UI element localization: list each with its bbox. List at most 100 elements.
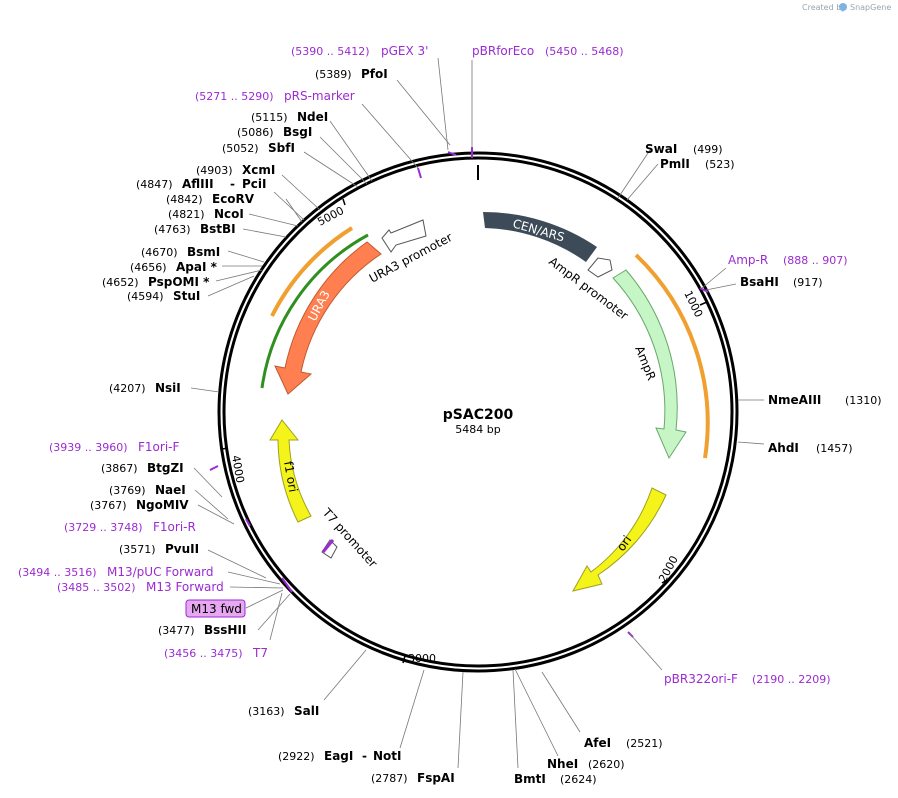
tick-label: 4000: [229, 454, 247, 484]
primer-pbrforeco[interactable]: pBRforEco(5450 .. 5468): [472, 44, 624, 58]
primer-position: (5271 .. 5290): [195, 90, 274, 103]
primer-m13-puc-forward[interactable]: (3494 .. 3516) M13/pUC Forward: [18, 565, 214, 579]
enzyme-name: NmeAIII: [768, 393, 821, 407]
enzyme-bsmi[interactable]: (4670)BsmI: [141, 245, 220, 259]
tick-mark: [661, 579, 668, 584]
enzyme-position: (3767): [90, 499, 127, 512]
leader-lines: [190, 57, 765, 769]
leader-line: [281, 174, 321, 211]
enzyme-xcmi[interactable]: (4903)XcmI: [196, 163, 275, 177]
enzyme-ngomiv[interactable]: (3767)NgoMIV: [90, 498, 189, 512]
enzyme-stui[interactable]: (4594)StuI: [127, 289, 200, 303]
enzyme-position: (3769): [109, 484, 146, 497]
enzyme-name: AfeI: [584, 736, 611, 750]
enzyme-name-2: NotI: [373, 749, 402, 763]
enzyme-eagi-noti[interactable]: (2922)EagI-NotI: [278, 749, 402, 763]
enzyme-bmti[interactable]: BmtI(2624): [514, 772, 597, 786]
enzyme-position: (3163): [248, 705, 285, 718]
enzyme-swai[interactable]: SwaI(499): [645, 142, 723, 156]
feature-arrow: [572, 487, 667, 592]
plasmid-length: 5484 bp: [455, 423, 500, 436]
leader-line: [512, 669, 519, 769]
primer-prs-marker[interactable]: (5271 .. 5290)pRS-marker: [195, 89, 355, 103]
leader-line: [207, 549, 267, 579]
feature-t7-promoter[interactable]: T7 promoter: [319, 505, 380, 570]
primer-mark: [209, 465, 219, 471]
leader-line: [457, 671, 464, 769]
primer-name: M13/pUC Forward: [107, 565, 214, 579]
enzyme-position: (3477): [158, 624, 195, 637]
leader-line: [190, 387, 220, 393]
leader-line: [248, 213, 299, 227]
primer-pbr322ori-f[interactable]: pBR322ori-F(2190 .. 2209): [664, 672, 831, 686]
primer-m13-forward[interactable]: (3485 .. 3502)M13 Forward: [57, 580, 224, 594]
leader-line: [319, 136, 368, 185]
primer-mark: [281, 577, 293, 593]
leader-line: [242, 228, 287, 238]
primer-t7[interactable]: (3456 .. 3475)T7: [164, 646, 268, 660]
enzyme-pvuii[interactable]: (3571) PvuII: [119, 542, 199, 556]
enzyme-nsii[interactable]: (4207)NsiI: [109, 381, 181, 395]
primer-amp-r[interactable]: Amp-R(888 .. 907): [728, 253, 848, 267]
feature-arrow: [269, 419, 312, 523]
enzyme-pfoi[interactable]: (5389)PfoI: [315, 67, 388, 81]
enzyme-sbfi[interactable]: (5052)SbfI: [222, 141, 295, 155]
enzyme-position: (1310): [845, 394, 882, 407]
feature-ampr[interactable]: AmpR: [612, 269, 687, 460]
enzyme-bsshii[interactable]: (3477) BssHII: [158, 623, 246, 637]
enzyme-ecorv[interactable]: (4842)EcoRV: [166, 192, 255, 206]
enzyme-position: (4842): [166, 193, 203, 206]
primer-position: (2190 .. 2209): [752, 673, 831, 686]
primer-position: (3456 .. 3475): [164, 647, 243, 660]
enzyme-ndei[interactable]: (5115)NdeI: [251, 110, 328, 124]
enzyme-fspai[interactable]: (2787)FspAI: [371, 771, 455, 785]
enzyme-ncoi[interactable]: (4821)NcoI: [168, 207, 244, 221]
enzyme-sali[interactable]: (3163)SalI: [248, 704, 319, 718]
primer-pgex-3[interactable]: (5390 .. 5412)pGEX 3': [291, 44, 428, 58]
primer-position: (3494 .. 3516): [18, 566, 97, 579]
enzyme-bstbi[interactable]: (4763)BstBI: [154, 222, 236, 236]
feature-arrow: [381, 219, 427, 253]
feature-ori[interactable]: ori: [572, 487, 667, 592]
enzyme-name: PspOMI *: [148, 275, 210, 289]
primer-box: [185, 599, 246, 618]
enzyme-apai[interactable]: (4656)ApaI *: [130, 260, 218, 274]
enzyme-nhei[interactable]: NheI(2620): [547, 757, 625, 771]
enzyme-name: NheI: [547, 757, 578, 771]
enzyme-name: StuI: [173, 289, 200, 303]
enzyme-pmli[interactable]: PmlI(523): [660, 157, 735, 171]
enzyme-btgzi[interactable]: (3867)BtgZI: [101, 461, 184, 475]
feature-label: T7 promoter: [319, 505, 380, 570]
leader-line: [629, 633, 663, 671]
primer-marks: [209, 147, 709, 638]
enzyme-name: XcmI: [242, 163, 275, 177]
enzyme-name: EagI: [324, 749, 353, 763]
feature-cen-ars[interactable]: CEN/ARS: [483, 212, 597, 262]
enzyme-afei[interactable]: AfeI(2521): [584, 736, 663, 750]
enzyme-name: BssHII: [204, 623, 246, 637]
enzyme-afliii-pcii[interactable]: (4847)AflIII-PciI: [136, 177, 267, 191]
primer-labels: (5390 .. 5412)pGEX 3' pBRforEco(5450 .. …: [18, 44, 848, 686]
feature-arrow: [274, 241, 382, 395]
leader-line: [273, 191, 305, 221]
primer-f1ori-r[interactable]: (3729 .. 3748)F1ori-R: [64, 520, 196, 534]
primer-f1ori-f[interactable]: (3939 .. 3960)F1ori-F: [49, 440, 179, 454]
enzyme-bsgi[interactable]: (5086)BsgI: [237, 125, 312, 139]
enzyme-position: (2922): [278, 750, 315, 763]
enzyme-pspomi[interactable]: (4652)PspOMI *: [102, 275, 210, 289]
feature-ampr-promoter[interactable]: AmpR promoter: [546, 254, 631, 323]
leader-line: [437, 57, 449, 151]
enzyme-naei[interactable]: (3769)NaeI: [109, 483, 186, 497]
enzyme-bsahi[interactable]: BsaHI(917): [740, 275, 823, 289]
enzyme-nmeaiii[interactable]: NmeAIII (1310): [768, 393, 882, 407]
enzyme-ahdi[interactable]: AhdI(1457): [768, 441, 853, 455]
tick-mark: [342, 198, 346, 206]
primer-m13-fwd-box[interactable]: M13 fwd: [185, 599, 246, 618]
feature-f1-ori[interactable]: f1 ori: [269, 419, 312, 523]
enzyme-name: PvuII: [165, 542, 199, 556]
primer-name: M13 Forward: [146, 580, 224, 594]
leader-line: [197, 504, 235, 525]
snapgene-credit: Created by SnapGene: [802, 3, 891, 12]
enzyme-position: (3571): [119, 543, 156, 556]
